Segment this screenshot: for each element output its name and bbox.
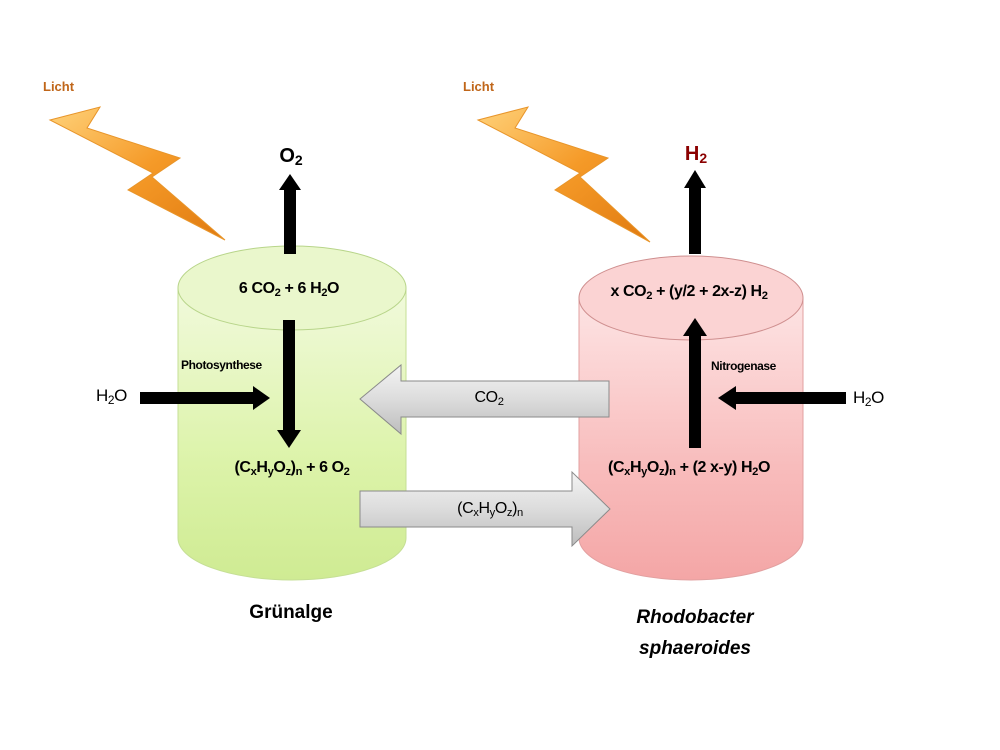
co2-transfer-label: CO2 (474, 389, 504, 408)
carbohydrate-transfer-arrow (359, 470, 611, 548)
green-algae-caption: Grünalge (249, 602, 333, 623)
right-top-equation: x CO2 + (y/2 + 2x-z) H2 (610, 283, 768, 302)
right-bottom-equation: (CxHyOz)n + (2 x-y) H2O (608, 459, 770, 478)
nitrogenase-label: Nitrogenase (711, 359, 776, 373)
left-light-label: Licht (43, 79, 75, 94)
oxygen-output-label: O2 (279, 145, 303, 168)
left-lightning-bolt (48, 106, 226, 241)
right-lightning-bolt (476, 106, 651, 243)
carbohydrate-transfer-label: (CxHyOz)n (457, 500, 523, 519)
left-water-input-label: H2O (96, 386, 127, 407)
right-water-input-label: H2O (853, 388, 884, 409)
black-arrows (140, 170, 846, 448)
left-top-equation: 6 CO2 + 6 H2O (238, 280, 340, 299)
co2-transfer-arrow (359, 363, 610, 436)
photosynthesis-label: Photosynthese (181, 358, 262, 372)
right-light-label: Licht (463, 79, 495, 94)
rhodobacter-caption: Rhodobacter sphaeroides (636, 607, 754, 659)
hydrogen-output-label: H2 (684, 143, 708, 166)
left-bottom-equation: (CxHyOz)n + 6 O2 (234, 459, 350, 478)
